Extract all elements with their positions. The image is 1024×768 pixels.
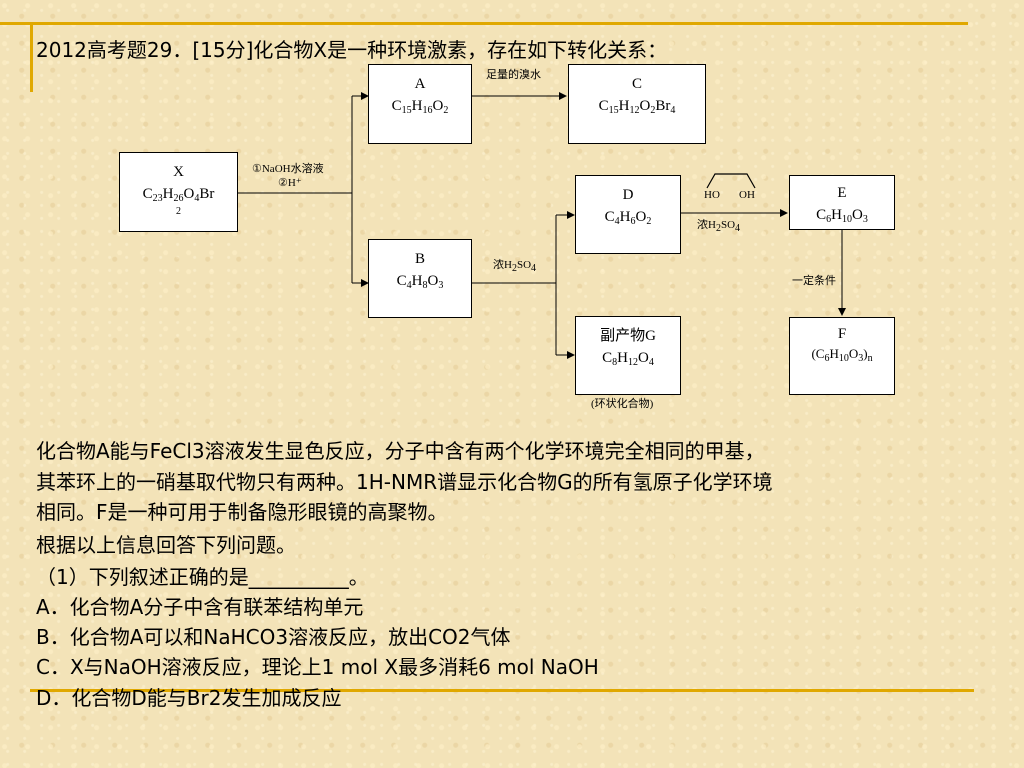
reagent-bromine-water-label: 足量的溴水 (486, 69, 541, 81)
compound-x-box: X C23H26O4Br 2 (119, 152, 238, 232)
compound-d-box: D C4H6O2 (575, 175, 681, 254)
compound-f-box: F (C6H10O3)n (789, 317, 895, 395)
option-d: D．化合物D能与Br2发生加成反应 (36, 686, 342, 710)
compound-x-formula: C23H26O4Br (142, 186, 215, 204)
reagent-naoh-label: ①NaOH水溶液 (252, 163, 324, 175)
compound-e-box: E C6H10O3 (789, 175, 895, 230)
compound-e-name: E (837, 185, 847, 201)
bottom-accent-rule (30, 689, 974, 692)
compound-x-name: X (173, 164, 184, 180)
compound-g-name: 副产物G (600, 328, 656, 344)
compound-a-formula: C15H16O2 (391, 98, 449, 116)
compound-e-formula: C6H10O3 (816, 207, 868, 225)
compound-b-box: B C4H8O3 (368, 239, 472, 318)
top-accent-rule (0, 22, 968, 25)
compound-b-formula: C4H8O3 (396, 273, 444, 291)
reagent-acid-label: ②H⁺ (278, 177, 302, 189)
instruction-line: 根据以上信息回答下列问题。 (36, 533, 296, 557)
reagent-b-sulfuric-acid-label: 浓H2SO4 (493, 259, 537, 274)
compound-d-formula: C4H6O2 (604, 209, 652, 227)
compound-c-name: C (631, 76, 642, 92)
compound-x-formula-tail: 2 (176, 206, 181, 217)
cyclic-compound-note: (环状化合物) (591, 398, 654, 410)
condition-certain-label: 一定条件 (792, 275, 836, 287)
compound-c-formula: C15H12O2Br4 (598, 98, 676, 116)
option-a: A．化合物A分子中含有联苯结构单元 (36, 595, 364, 619)
compound-g-box: 副产物G C8H12O4 (575, 316, 681, 395)
compound-f-name: F (837, 326, 847, 342)
compound-a-name: A (414, 76, 426, 92)
reagent-de-sulfuric-acid-label: 浓H2SO4 (697, 219, 741, 234)
info-line-1: 化合物A能与FeCl3溶液发生显色反应，分子中含有两个化学环境完全相同的甲基， (36, 439, 765, 463)
question-1-stem: （1）下列叙述正确的是__________。 (36, 565, 369, 589)
option-c: C．X与NaOH溶液反应，理论上1 mol X最多消耗6 mol NaOH (36, 655, 599, 679)
left-accent-rule (30, 22, 33, 92)
question-title: 2012高考题29．[15分]化合物X是一种环境激素，存在如下转化关系： (36, 38, 668, 62)
diol-oh-label: OH (739, 189, 755, 201)
compound-b-name: B (414, 251, 425, 267)
compound-a-box: A C15H16O2 (368, 64, 472, 144)
diol-ho-label: HO (704, 189, 720, 201)
info-line-2: 其苯环上的一硝基取代物只有两种。1H-NMR谱显示化合物G的所有氢原子化学环境 (36, 470, 773, 494)
compound-f-formula: (C6H10O3)n (811, 346, 873, 364)
info-line-3: 相同。F是一种可用于制备隐形眼镜的高聚物。 (36, 500, 448, 524)
compound-c-box: C C15H12O2Br4 (568, 64, 706, 144)
compound-d-name: D (622, 187, 634, 203)
option-b: B．化合物A可以和NaHCO3溶液反应，放出CO2气体 (36, 625, 511, 649)
compound-g-formula: C8H12O4 (602, 350, 654, 368)
